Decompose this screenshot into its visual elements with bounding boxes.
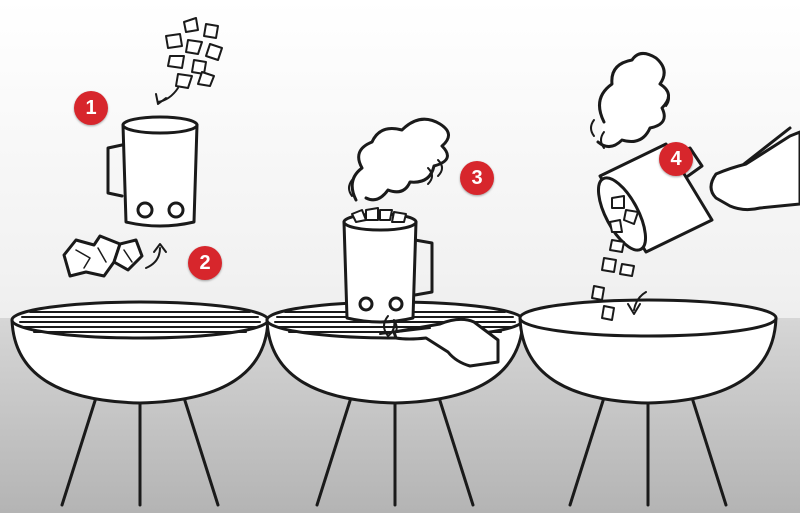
grill-3 (518, 298, 778, 507)
grill-3-leg-left (568, 383, 610, 507)
arrow-2-head (153, 243, 167, 253)
chimney-1-handle (106, 143, 124, 198)
step-number-3: 3 (471, 166, 483, 189)
grill-1-leg-left (60, 383, 102, 507)
crumpled-paper-folds (75, 247, 133, 269)
arrow-3 (633, 291, 647, 311)
flame (383, 315, 398, 337)
step-number-4: 4 (670, 147, 682, 170)
heat-waves-2 (590, 89, 670, 149)
match (379, 327, 431, 335)
charcoal-pile-1 (165, 17, 223, 89)
chimney-2-vent-left (358, 296, 374, 312)
step-4-scene (590, 52, 800, 321)
grill-3-rim (518, 298, 778, 338)
chimney-2-vent-right (388, 296, 404, 312)
grill-1-leg-right (178, 383, 220, 507)
hand-pouring (709, 130, 800, 212)
step-badge-4: 4 (659, 142, 693, 176)
grill-2-leg-right (433, 383, 475, 507)
chimney-2-handle (413, 238, 434, 297)
grill-3-leg-right (686, 383, 728, 507)
grill-1-bowl (10, 318, 270, 405)
grill-2-leg-left (315, 383, 357, 507)
arm-line (742, 126, 792, 166)
chimney-3-opening (597, 176, 647, 252)
step-1-scene (106, 17, 223, 228)
chimney-2-body (342, 220, 418, 324)
arrow-3-head (627, 303, 641, 315)
chimney-1-top (121, 115, 199, 135)
step-badge-3: 3 (460, 161, 494, 195)
step-number-2: 2 (199, 251, 211, 274)
step-2-scene (62, 234, 167, 278)
step-3-scene (342, 117, 500, 368)
step-number-1: 1 (85, 96, 97, 119)
smoke-cloud-1 (350, 117, 450, 202)
arrow-1-head (155, 93, 167, 105)
smoke-cloud-2 (596, 52, 670, 148)
chimney-1-vent-right (167, 201, 185, 219)
grill-1-grate (19, 311, 261, 333)
heat-waves-1 (348, 159, 443, 197)
charcoal-pouring (591, 195, 639, 321)
step-badge-2: 2 (188, 246, 222, 280)
chimney-1-body (121, 123, 199, 228)
grill-3-bowl (518, 316, 778, 405)
hand-lighting (392, 317, 500, 368)
charcoal-in-chimney (351, 207, 407, 223)
step-badge-1: 1 (74, 91, 108, 125)
chimney-1-vent-left (136, 201, 154, 219)
arrow-2 (145, 247, 161, 269)
